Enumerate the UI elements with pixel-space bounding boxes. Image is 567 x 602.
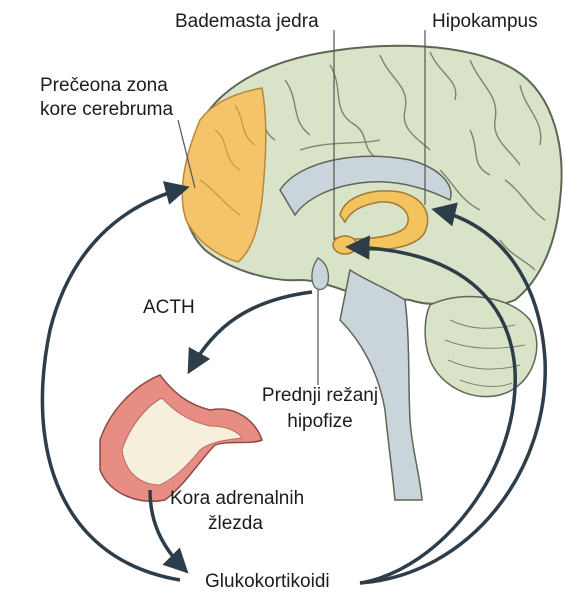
label-glucocorticoids: Glukokortikoidi xyxy=(205,570,330,594)
label-acth: ACTH xyxy=(143,296,195,320)
label-pituitary-2: hipofize xyxy=(245,410,395,434)
label-prefrontal-1: Prečeona zona xyxy=(40,74,168,98)
cerebellum xyxy=(425,297,537,397)
label-prefrontal-2: kore cerebruma xyxy=(40,98,173,122)
label-amygdala: Bademasta jedra xyxy=(175,10,319,34)
label-hippocampus: Hipokampus xyxy=(432,10,538,34)
arrow-acth xyxy=(190,292,312,370)
amygdala xyxy=(333,236,357,254)
label-adrenal-1: Kora adrenalnih xyxy=(170,487,304,511)
label-adrenal-2: žlezda xyxy=(208,512,263,536)
label-pituitary-1: Prednji režanj xyxy=(245,384,395,408)
